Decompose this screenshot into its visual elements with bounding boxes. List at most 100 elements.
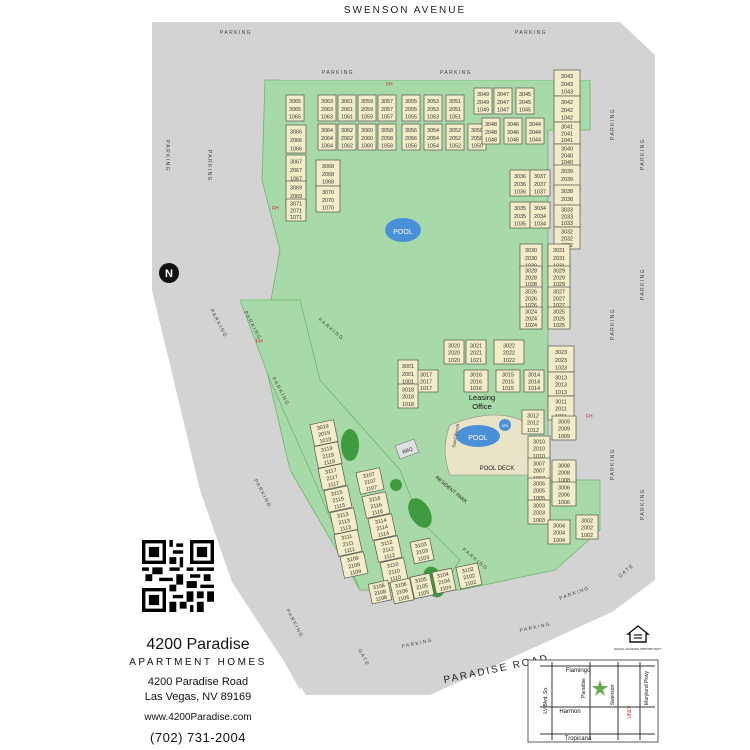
unit-number: 1008 <box>558 478 570 484</box>
unit-number: 1068 <box>322 180 334 186</box>
unit-number: 1037 <box>534 190 546 196</box>
unit-number: 2017 <box>420 379 432 385</box>
unit-number: 3013 <box>555 375 567 381</box>
unit-number: 3062 <box>341 128 353 134</box>
unit-number: 2113 <box>338 518 351 526</box>
parking-label: PARKING <box>440 70 472 76</box>
phone-number[interactable]: (702) 731-2004 <box>150 730 246 745</box>
unit-number: 3047 <box>497 92 509 98</box>
unit-number: 3058 <box>381 128 393 134</box>
building-block <box>355 467 385 495</box>
unit-number: 1051 <box>449 115 461 121</box>
building-block <box>529 201 551 229</box>
unit-number: 2040 <box>561 153 573 159</box>
unit-number: 2114 <box>376 524 389 532</box>
unit-number: 2028 <box>525 275 537 281</box>
unit-number: 2032 <box>561 236 573 242</box>
unit-number: 3024 <box>525 310 537 316</box>
unit-number: 1012 <box>527 428 539 434</box>
unit-number: 3021 <box>470 343 482 349</box>
unit-number: 2039 <box>561 177 573 183</box>
unit-number: 1063 <box>321 115 333 121</box>
unit-number: 3063 <box>321 99 333 105</box>
unit-number: 2051 <box>449 107 461 113</box>
unit-number: 2046 <box>507 130 519 136</box>
building-block <box>423 94 443 122</box>
unit-number: 2111 <box>342 540 354 548</box>
inset-unlv-label: UNLV <box>627 705 633 719</box>
parking-label: PARKING <box>164 140 170 172</box>
parking-label: PARKING <box>640 138 646 170</box>
unit-number: 2007 <box>533 469 545 475</box>
building-block <box>493 87 513 115</box>
unit-number: 1112 <box>384 553 396 561</box>
unit-number: 1026 <box>525 303 537 309</box>
unit-number: 3111 <box>341 534 353 542</box>
address-line-1: 4200 Paradise Road <box>147 676 249 688</box>
unit-number: 3041 <box>561 125 573 131</box>
unit-number: 1022 <box>503 358 515 364</box>
unit-number: 3056 <box>405 128 417 134</box>
building-block <box>285 94 305 122</box>
unit-number: 1111 <box>344 547 356 555</box>
building-block <box>519 306 543 330</box>
building-block <box>521 409 545 435</box>
building-block <box>367 513 397 541</box>
tree-cluster <box>408 498 432 528</box>
unit-number: 1061 <box>341 115 353 121</box>
unit-number: 3102 <box>461 567 474 575</box>
unit-number: 2117 <box>326 474 339 482</box>
website-link[interactable]: www.4200Paradise.com <box>144 712 252 723</box>
unit-number: 3109 <box>346 556 359 564</box>
unit-number: 1048 <box>485 138 497 144</box>
parking-label: PARKING <box>220 30 252 36</box>
building-block <box>317 123 337 151</box>
unit-number: 3017 <box>420 373 432 379</box>
pool-deck-label: POOL DECK <box>480 466 515 472</box>
unit-number: 3026 <box>525 290 537 296</box>
unit-number: 3060 <box>361 128 373 134</box>
unit-number: 2023 <box>555 358 567 364</box>
unit-number: 2003 <box>533 511 545 517</box>
property-subtitle: APARTMENT HOMES <box>129 657 267 668</box>
unit-number: 2010 <box>533 447 545 453</box>
location-inset-map <box>527 659 659 743</box>
unit-number: 2059 <box>361 107 373 113</box>
unit-number: 3051 <box>449 99 461 105</box>
fire-hydrant-label: FH <box>272 206 279 212</box>
parking-label: PARKING <box>610 308 616 340</box>
unit-number: 2041 <box>561 131 573 137</box>
unit-number: 3011 <box>555 399 567 405</box>
unit-number: 1115 <box>334 503 346 511</box>
unit-number: 3053 <box>427 99 439 105</box>
unit-number: 1004 <box>553 538 565 544</box>
inset-street-harmon: Harmon <box>559 709 580 715</box>
building-block <box>361 491 391 519</box>
unit-number: 3044 <box>529 122 541 128</box>
unit-number: 3070 <box>322 190 334 196</box>
unit-number: 3006 <box>558 485 570 491</box>
building-block <box>523 369 545 393</box>
unit-number: 2057 <box>381 107 393 113</box>
parking-southwest-strip <box>160 300 330 690</box>
unit-number: 1110 <box>390 575 402 583</box>
unit-number: 2068 <box>322 172 334 178</box>
unit-number: 3005 <box>533 481 545 487</box>
unit-number: 3012 <box>527 413 539 419</box>
